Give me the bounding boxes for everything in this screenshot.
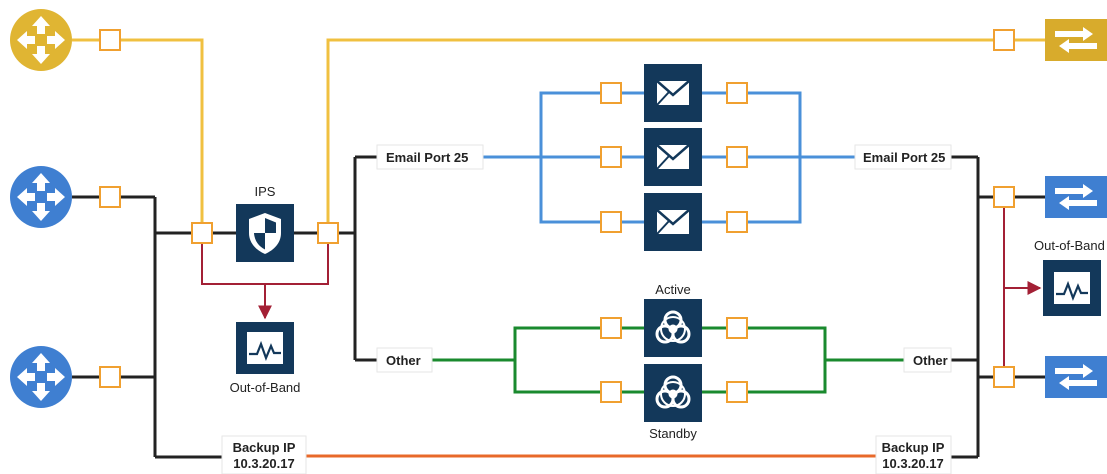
other-label-right: Other [913,353,948,368]
port [993,29,1015,51]
email-label-box-right [854,144,952,170]
port [726,82,748,104]
port [993,366,1015,388]
port [726,381,748,403]
backup-ip-right: 10.3.20.17 [882,456,943,471]
biohazard-icon[interactable] [644,299,702,357]
port [600,381,622,403]
switch-icon[interactable] [1045,19,1107,61]
yellow-links [72,38,1045,233]
monitor-icon[interactable] [236,322,294,374]
email-label-box-left [376,144,484,170]
router-icon[interactable] [10,346,72,408]
other-label-left: Other [386,353,421,368]
envelope-icon[interactable] [644,64,702,122]
switch-icon[interactable] [1045,356,1107,398]
port [600,146,622,168]
port [993,186,1015,208]
router-icon[interactable] [10,9,72,71]
email-port-label-right: Email Port 25 [863,150,945,165]
oob-label-right: Out-of-Band [1034,238,1105,253]
monitor-icon[interactable] [1043,260,1101,316]
ips-label: IPS [255,184,276,199]
backup-label-box-left [221,435,307,474]
port [726,146,748,168]
port [99,186,121,208]
envelope-icon[interactable] [644,193,702,251]
backup-title-right: Backup IP [882,440,945,455]
port [191,222,213,244]
port [600,211,622,233]
port [600,82,622,104]
other-label-box-right [903,347,952,373]
router-icon[interactable] [10,166,72,228]
port [317,222,339,244]
other-label-box-left [376,347,433,373]
backup-title-left: Backup IP [233,440,296,455]
port-markers [99,29,1015,403]
monitor-links [201,207,1042,367]
active-label: Active [655,282,690,297]
shield-icon[interactable] [236,204,294,262]
oob-label-left: Out-of-Band [230,380,301,395]
port [99,366,121,388]
switch-icon[interactable] [1045,176,1107,218]
backup-ip-left: 10.3.20.17 [233,456,294,471]
standby-label: Standby [649,426,697,441]
port [726,211,748,233]
port [600,317,622,339]
port [726,317,748,339]
backup-label-box-right [875,435,952,474]
envelope-icon[interactable] [644,128,702,186]
biohazard-icon[interactable] [644,364,702,422]
email-port-label-left: Email Port 25 [386,150,468,165]
port [99,29,121,51]
